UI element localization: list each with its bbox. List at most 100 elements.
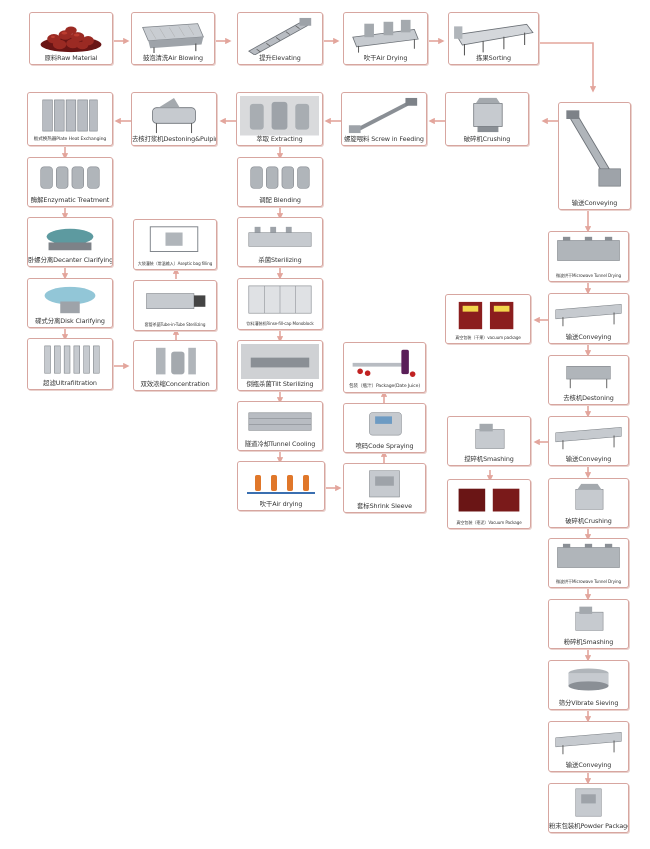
aseptic-filler-image <box>149 226 199 252</box>
node-label: 板式换热器Plate Heat Exchanging <box>33 137 107 142</box>
arrow <box>539 42 597 93</box>
extraction-tanks-image <box>240 96 319 136</box>
vibrating-sieve-image <box>568 668 609 691</box>
node-label: 破碎机Crushing <box>565 517 612 525</box>
tilt-sterilizer-image <box>241 344 319 380</box>
mincer-image <box>475 423 505 449</box>
node-disk-clarifying: 碟式分离Disk Clarifying <box>27 278 113 328</box>
node-conveying-r2: 输送Conveying <box>548 293 629 344</box>
node-decanter: 卧螺分离Decanter Clarifying <box>27 217 113 267</box>
sterilizer-image <box>248 226 312 247</box>
node-tilt-sterilizing: 倒瓶杀菌Tilt Sterilizing <box>237 340 323 391</box>
tunnel-cooler-image <box>248 412 312 431</box>
node-label: 微波烘干Microwave Tunnel Drying <box>556 579 621 584</box>
node-destoning: 去核机Destoning <box>548 355 629 405</box>
node-shrink-sleeve: 套标Shrink Sleeve <box>343 463 426 513</box>
destoning-machine-image <box>566 366 611 389</box>
node-label: 鼓泡清洗Air Blowing <box>142 54 204 62</box>
air-dryer-image <box>352 19 419 53</box>
node-label: 螺旋喂料 Screw in Feeding <box>344 135 424 143</box>
node-package-juice: 包装（瓶汁）Package(Date Juice) <box>343 342 426 393</box>
node-crushing-2: 破碎机Crushing <box>548 478 629 528</box>
node-blending: 调配 Blending <box>237 157 323 207</box>
pulper-image <box>152 97 196 134</box>
node-label: 杀菌Sterilizing <box>258 256 302 264</box>
filling-monoblock-image <box>248 285 312 314</box>
node-sterilizing: 杀菌Sterilizing <box>237 217 323 267</box>
node-label: 超滤Ultrafiltration <box>43 379 97 387</box>
node-label: 拣果Sorting <box>476 54 511 62</box>
node-conveying-r4: 输送Conveying <box>548 416 629 466</box>
node-vacuum-package-1: 真空包装（干果）vacuum package <box>445 294 531 344</box>
node-label: 输送Conveying <box>565 455 612 463</box>
node-label: 搅碎机Smashing <box>464 455 514 463</box>
node-air-drying-1: 吹干Air Drying <box>343 12 428 65</box>
node-screw-feeding: 螺旋喂料 Screw in Feeding <box>341 92 427 146</box>
node-label: 喷码Code Spraying <box>355 442 414 450</box>
decanter-image <box>46 228 94 251</box>
node-vacuum-package-2: 真空包装（枣泥）Vacuum Package <box>447 479 531 529</box>
node-air-blowing: 鼓泡清洗Air Blowing <box>131 12 215 65</box>
smasher-image <box>575 606 604 631</box>
node-label: 套标Shrink Sleeve <box>357 502 412 510</box>
node-label: 饮料灌装机Rinse-fill-cap Monoblock <box>246 321 314 326</box>
node-label: 微波烘干Microwave Tunnel Drying <box>556 273 621 278</box>
node-crushing-1: 破碎机Crushing <box>445 92 529 146</box>
belt-conveyor-image <box>555 732 622 755</box>
bottle-air-dryer-image <box>247 475 315 494</box>
node-label: 倒瓶杀菌Tilt Sterilizing <box>246 380 314 388</box>
crusher-image <box>473 97 503 133</box>
disk-separator-image <box>44 286 96 314</box>
juice-package-image <box>352 349 416 377</box>
node-label: 套管杀菌Tube-in-Tube Sterilizing <box>144 322 206 327</box>
belt-conveyor-image <box>555 304 622 327</box>
node-label: 酶解Enzymatic Treatment <box>30 196 110 204</box>
node-aseptic-bag: 大袋灌装（常温输入）Aseptic bag filling <box>133 219 217 270</box>
node-powder-package: 粉末包装机Powder Package <box>548 783 629 833</box>
node-extracting: 萃取 Extracting <box>236 92 323 146</box>
node-label: 萃取 Extracting <box>256 135 303 143</box>
node-label: 真空包装（干果）vacuum package <box>455 335 521 340</box>
sorting-table-image <box>454 23 534 56</box>
node-label: 破碎机Crushing <box>463 135 511 143</box>
node-label: 粉碎机Smashing <box>563 638 614 646</box>
node-label: 大袋灌装（常温输入）Aseptic bag filling <box>137 261 213 266</box>
node-enzymatic: 酶解Enzymatic Treatment <box>27 157 113 207</box>
microwave-dryer-image <box>557 236 620 261</box>
node-smashing-2: 粉碎机Smashing <box>548 599 629 649</box>
node-label: 输送Conveying <box>565 761 612 769</box>
node-concentration: 双效浓缩Concentration <box>133 340 217 391</box>
node-label: 卧螺分离Decanter Clarifying <box>28 256 113 264</box>
node-tunnel-cooling: 隧道冷却Tunnel Cooling <box>237 401 323 451</box>
code-printer-image <box>369 412 402 436</box>
node-ultrafiltration: 超滤Ultrafiltration <box>27 338 113 390</box>
node-code-spraying: 喷码Code Spraying <box>343 403 426 453</box>
node-raw-material: 原料Raw Material <box>29 12 113 65</box>
dates-pile-image <box>40 26 102 53</box>
node-conveying-main: 输送Conveying <box>558 102 631 210</box>
node-label: 包装（瓶汁）Package(Date Juice) <box>348 384 421 389</box>
tube-sterilizer-image <box>146 293 206 309</box>
screw-feeder-image <box>348 97 418 134</box>
enzymatic-tanks-image <box>40 166 100 189</box>
node-label: 隧道冷却Tunnel Cooling <box>244 440 316 448</box>
node-tube-sterilizing: 套管杀菌Tube-in-Tube Sterilizing <box>133 280 217 331</box>
node-label: 吹干Air Drying <box>363 54 408 62</box>
plate-heat-exchanger-image <box>42 99 98 132</box>
node-label: 输送Conveying <box>571 199 618 207</box>
microwave-dryer-image <box>557 543 620 568</box>
screw-conveyor-image <box>566 110 621 187</box>
node-label: 吹干Air drying <box>259 500 303 508</box>
node-vibrate-sieving: 筛分Vibrate Sieving <box>548 660 629 710</box>
node-label: 碟式分离Disk Clarifying <box>35 317 105 325</box>
node-plate-heat: 板式换热器Plate Heat Exchanging <box>27 92 113 146</box>
node-microwave-1: 微波烘干Microwave Tunnel Drying <box>548 231 629 282</box>
node-monoblock: 饮料灌装机Rinse-fill-cap Monoblock <box>237 278 323 330</box>
node-elevating: 提升Elevating <box>237 12 323 65</box>
node-label: 原料Raw Material <box>44 54 98 62</box>
belt-conveyor-image <box>555 427 622 450</box>
node-destoning-pulping: 去核打浆机Destoning&Pulping <box>131 92 217 146</box>
node-label: 双效浓缩Concentration <box>140 380 210 388</box>
powder-packer-image <box>575 788 602 817</box>
